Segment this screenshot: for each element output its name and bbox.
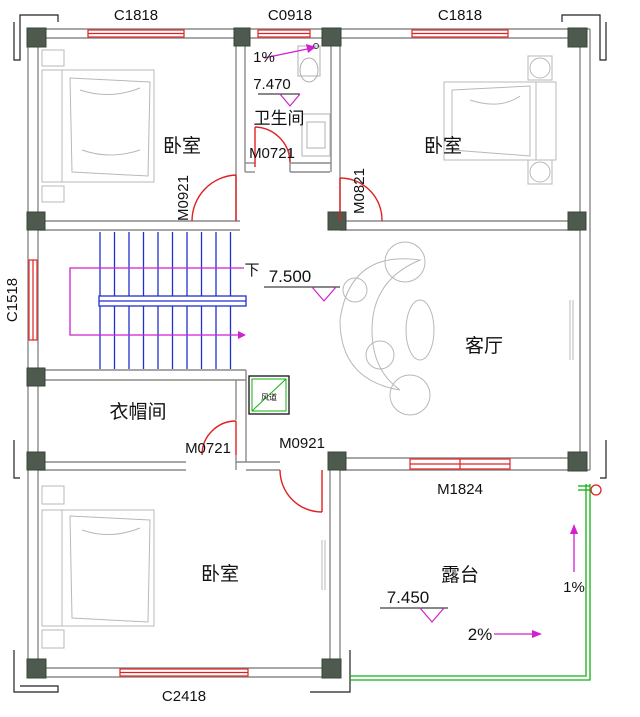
column-e2 xyxy=(567,451,588,472)
room-label-bedroom-sw: 卧室 xyxy=(201,563,239,585)
terrace-level-label: 7.450 xyxy=(387,588,430,607)
door-label-m0721-bath: M0721 xyxy=(249,145,295,162)
column-sw xyxy=(26,658,47,679)
column-w2 xyxy=(26,367,46,387)
door-label-m0921-terrace: M0921 xyxy=(279,435,325,452)
sofa-set xyxy=(339,241,435,416)
window-label-c1818-right: C1818 xyxy=(438,7,482,24)
column-n2 xyxy=(321,27,342,47)
column-c2 xyxy=(327,451,347,471)
window-label-c0918: C0918 xyxy=(268,7,312,24)
basin xyxy=(301,113,331,157)
columns xyxy=(26,27,588,679)
air-shaft-label: 风道 xyxy=(261,392,277,402)
window-label-c2418: C2418 xyxy=(162,688,206,705)
bed-sw xyxy=(41,485,155,649)
bathroom-fixtures xyxy=(297,43,331,157)
bed-ne xyxy=(443,55,557,185)
column-e1 xyxy=(567,211,587,231)
column-s1 xyxy=(321,658,342,679)
room-label-bedroom-ne: 卧室 xyxy=(424,135,462,157)
corner-flanges xyxy=(13,14,607,693)
labels: C1818 C0918 C1818 C1518 C2418 M1824 M072… xyxy=(4,7,585,705)
air-shaft: 风道 xyxy=(248,375,290,415)
furniture xyxy=(41,49,574,649)
column-n1 xyxy=(233,27,251,47)
stair-down-label: 下 xyxy=(244,261,259,279)
door-label-m0821: M0821 xyxy=(351,168,368,214)
terrace-slope-down-label: 1% xyxy=(563,579,585,596)
bed-nw xyxy=(41,49,155,203)
bath-level-label: 7.470 xyxy=(253,76,291,93)
walls xyxy=(27,28,591,678)
doors xyxy=(191,126,383,513)
column-ne xyxy=(567,27,588,48)
staircase xyxy=(69,232,247,369)
room-label-bathroom: 卫生间 xyxy=(254,109,305,129)
window-label-c1518: C1518 xyxy=(4,278,21,322)
bath-slope-label: 1% xyxy=(253,49,275,66)
annotations xyxy=(258,44,578,638)
column-w1 xyxy=(26,211,46,231)
room-label-terrace: 露台 xyxy=(441,564,479,586)
column-nw xyxy=(26,27,47,48)
floor-level-label: 7.500 xyxy=(269,267,312,286)
room-label-bedroom-nw: 卧室 xyxy=(163,135,201,157)
window-label-m1824: M1824 xyxy=(437,481,483,498)
windows xyxy=(28,29,511,677)
door-label-m0921-left: M0921 xyxy=(175,175,192,221)
terrace-drain xyxy=(350,484,602,681)
column-c1 xyxy=(327,211,347,231)
room-label-living: 客厅 xyxy=(465,335,503,357)
terrace-slope-label: 2% xyxy=(468,625,493,644)
room-label-cloakroom: 衣帽间 xyxy=(109,401,166,423)
door-label-m0721-cloak: M0721 xyxy=(185,440,231,457)
column-w3 xyxy=(26,451,46,471)
window-label-c1818-left: C1818 xyxy=(114,7,158,24)
stair-direction-arrow xyxy=(69,267,244,336)
